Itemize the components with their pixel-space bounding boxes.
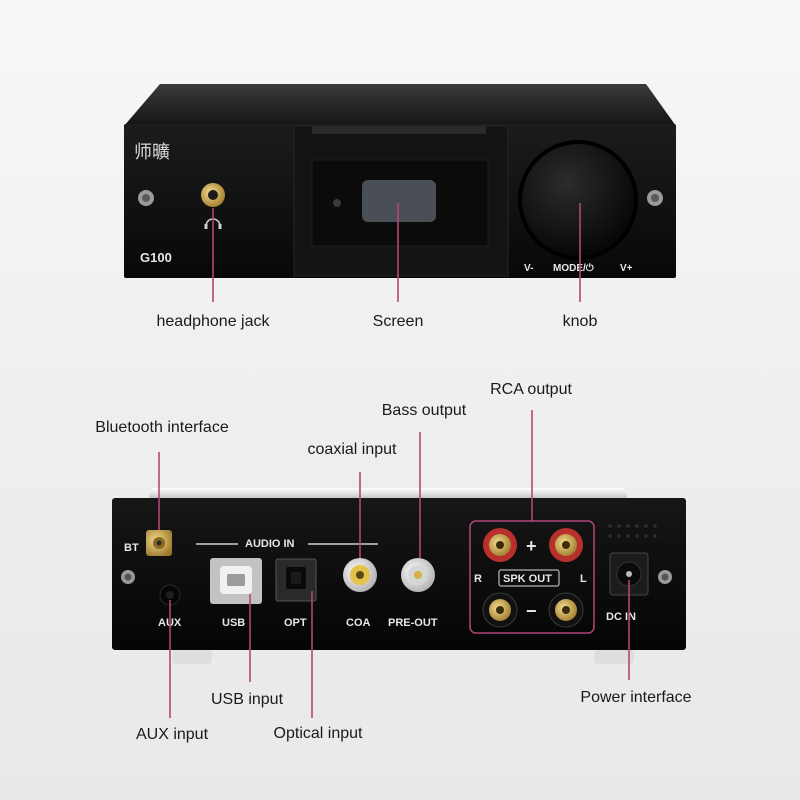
screen-bezel bbox=[311, 159, 489, 247]
usb-label: USB bbox=[222, 617, 245, 629]
spk-out-label: SPK OUT bbox=[503, 573, 552, 585]
rear-screw-right bbox=[658, 570, 672, 584]
rear-unit: BT AUDIO IN AUX USB OPT bbox=[112, 488, 686, 664]
audio-in-label: AUDIO IN bbox=[245, 538, 295, 550]
speaker-terminal-l-minus[interactable] bbox=[548, 592, 584, 628]
coaxial-input-rca[interactable] bbox=[343, 558, 377, 592]
front-unit-top bbox=[124, 84, 676, 126]
leader-lines bbox=[158, 203, 630, 718]
front-unit: 师曠 G100 V- MODE/⏻ V+ bbox=[124, 84, 676, 278]
headphone-jack[interactable] bbox=[201, 183, 225, 207]
label-coaxial-input: coaxial input bbox=[307, 441, 397, 458]
label-power-interface: Power interface bbox=[580, 689, 692, 706]
label-optical-input: Optical input bbox=[273, 725, 363, 742]
screen bbox=[362, 180, 436, 222]
rear-panel bbox=[112, 498, 686, 650]
label-bass-output: Bass output bbox=[381, 402, 467, 419]
knob-label-minus: V- bbox=[524, 263, 533, 274]
bt-label: BT bbox=[124, 542, 139, 554]
foot-right bbox=[594, 650, 634, 664]
usb-input-port[interactable] bbox=[210, 558, 262, 604]
coa-label: COA bbox=[346, 617, 371, 629]
volume-knob[interactable] bbox=[518, 140, 638, 260]
label-usb-input: USB input bbox=[210, 691, 284, 708]
dc-power-jack[interactable] bbox=[609, 552, 649, 596]
opt-label: OPT bbox=[284, 617, 307, 629]
plus-sign: + bbox=[526, 536, 537, 556]
dc-in-label: DC IN bbox=[606, 611, 636, 623]
speaker-terminal-l-plus[interactable] bbox=[549, 528, 583, 562]
preout-label: PRE-OUT bbox=[388, 617, 438, 629]
label-headphone-jack: headphone jack bbox=[156, 313, 270, 330]
front-screw-right bbox=[647, 190, 663, 206]
label-aux-input: AUX input bbox=[135, 726, 209, 743]
label-rca-output: RCA output bbox=[490, 381, 572, 398]
bluetooth-antenna-connector[interactable] bbox=[146, 530, 172, 556]
spk-out-badge bbox=[498, 569, 560, 587]
r-label: R bbox=[474, 573, 482, 585]
speaker-terminal-r-minus[interactable] bbox=[482, 592, 518, 628]
speaker-terminal-r-plus[interactable] bbox=[483, 528, 517, 562]
bass-output-rca[interactable] bbox=[401, 558, 435, 592]
knob-label-mode: MODE/⏻ bbox=[553, 262, 594, 274]
indicator-led bbox=[333, 199, 341, 207]
label-knob: knob bbox=[562, 313, 598, 330]
rear-screw-left bbox=[121, 570, 135, 584]
foot-left bbox=[172, 650, 212, 664]
brand-logo: 师曠 bbox=[134, 142, 170, 163]
label-bluetooth-interface: Bluetooth interface bbox=[95, 419, 229, 436]
optical-input-port[interactable] bbox=[275, 558, 317, 602]
vent-holes bbox=[608, 524, 657, 538]
model-label: G100 bbox=[140, 250, 172, 265]
knob-label-plus: V+ bbox=[620, 263, 633, 274]
minus-sign: − bbox=[526, 601, 537, 621]
l-label: L bbox=[580, 573, 587, 585]
label-screen: Screen bbox=[372, 313, 424, 330]
front-screw-left bbox=[138, 190, 154, 206]
